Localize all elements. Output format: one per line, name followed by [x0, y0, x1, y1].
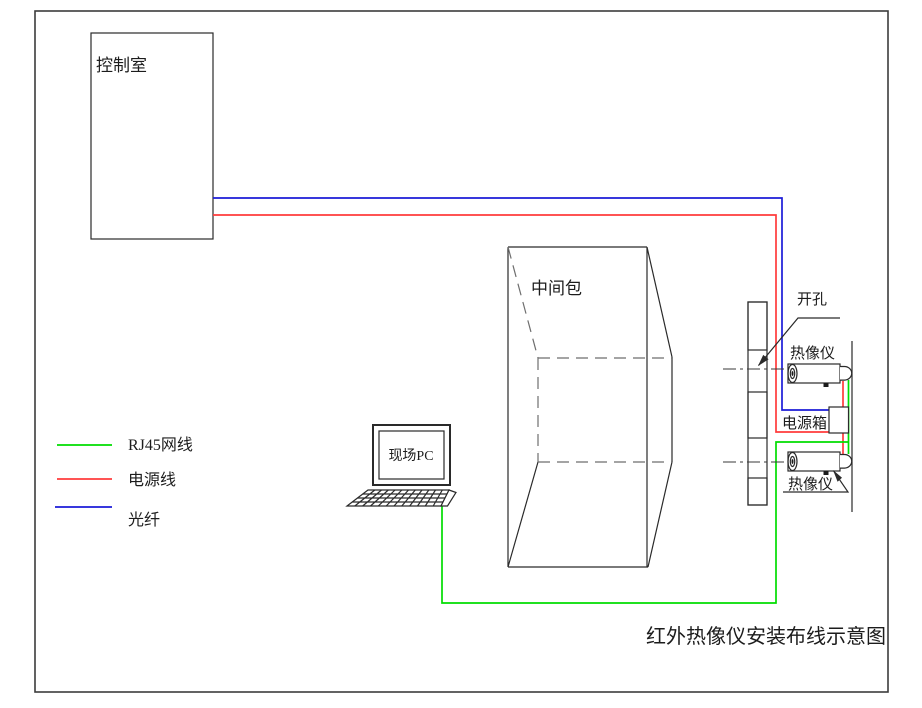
- tundish: 中间包: [507, 246, 673, 568]
- field-pc: 现场PC: [345, 424, 457, 507]
- thermal-imager-lower-lens-ring: [789, 455, 796, 468]
- wall-hatch-bottom: [747, 477, 768, 506]
- control-room-box: [90, 32, 214, 240]
- legend-label-power: 电源线: [128, 471, 176, 489]
- wall-hatch-middle: [747, 391, 768, 439]
- thermal-imager-lower: 热像仪: [783, 451, 853, 493]
- opening-leader-line: [758, 317, 840, 366]
- furnace-wall: [747, 301, 768, 506]
- opening-callout: 开孔: [758, 291, 840, 366]
- thermal-imager-upper-lens-icon: [787, 363, 798, 384]
- thermal-imager-lower-mount: [840, 453, 853, 469]
- power-cable: [213, 214, 829, 433]
- thermal-imager-lower-lens-core: [791, 459, 794, 464]
- keyboard: [345, 489, 457, 507]
- legend-label-fiber: 光纤: [128, 511, 160, 529]
- legend: RJ45网线 电源线 光纤: [55, 436, 193, 529]
- monitor-outer: [372, 424, 451, 486]
- tundish-solid-edges: [507, 246, 673, 568]
- legend-label-rj45: RJ45网线: [128, 436, 193, 454]
- thermal-imager-lower-lens-icon: [787, 451, 798, 472]
- diagram-caption: 红外热像仪安装布线示意图: [646, 625, 886, 648]
- control-room-label: 控制室: [96, 56, 147, 75]
- power-box: 电源箱: [782, 406, 850, 434]
- thermal-imager-upper-lens-core: [791, 371, 794, 376]
- thermal-imager-upper-lens-ring: [789, 367, 796, 380]
- fiber-cable: [213, 197, 829, 411]
- field-pc-label: 现场PC: [388, 448, 433, 464]
- power-box-label: 电源箱: [782, 415, 827, 432]
- thermal-imager-lower-label: 热像仪: [788, 476, 833, 493]
- thermal-imager-upper: 热像仪: [787, 345, 853, 387]
- diagram-border: [34, 10, 889, 693]
- tundish-label: 中间包: [531, 279, 582, 298]
- keyboard-side-flap: [440, 489, 457, 507]
- thermal-imager-upper-mount: [840, 365, 853, 381]
- power-box-body: [828, 406, 850, 434]
- opening-leader-arrow-icon: [758, 354, 769, 366]
- wall-outline: [747, 301, 768, 506]
- tundish-hidden-edges: [507, 246, 672, 463]
- wall-hatch-top: [747, 301, 768, 351]
- opening-label: 开孔: [797, 291, 827, 308]
- keyboard-key-grid: [352, 489, 447, 507]
- thermal-imager-lower-leader-arrow-icon: [833, 470, 842, 482]
- thermal-imager-lower-connector: [823, 471, 829, 475]
- monitor-screen: [378, 430, 445, 480]
- thermal-imager-upper-connector: [823, 383, 829, 387]
- thermal-imager-upper-label: 热像仪: [790, 345, 835, 362]
- control-room: 控制室: [90, 32, 214, 240]
